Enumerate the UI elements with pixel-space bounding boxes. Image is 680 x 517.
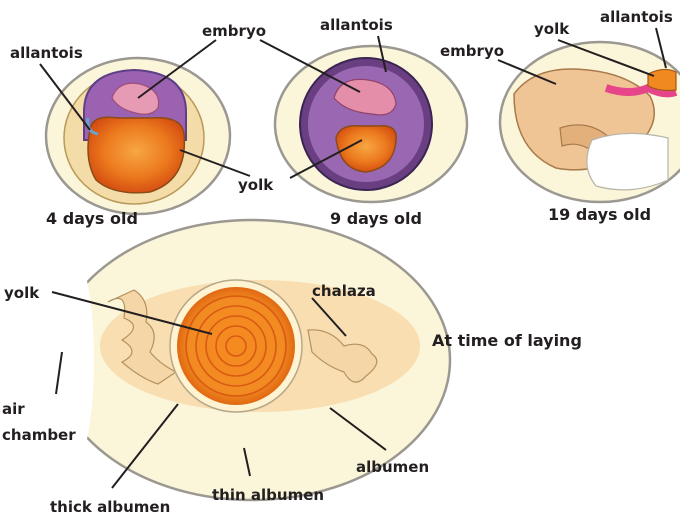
egg-4-days (46, 58, 230, 214)
label-allantois-9d: allantois (320, 16, 393, 34)
caption-at-laying: At time of laying (432, 331, 582, 350)
yolk (177, 287, 295, 405)
yolk-sac (88, 117, 184, 193)
label-chalaza: chalaza (312, 282, 376, 300)
yolk-sac (648, 69, 676, 90)
label-embryo-4d: embryo (202, 22, 266, 40)
label-thin-albumen: thin albumen (212, 486, 324, 504)
label-thick-albumen: thick albumen (50, 498, 170, 516)
label-yolk-laying: yolk (4, 284, 40, 302)
label-embryo-19d: embryo (440, 42, 504, 60)
caption-9-days: 9 days old (330, 209, 422, 228)
label-air-line2: chamber (2, 426, 76, 444)
label-yolk-4d: yolk (238, 176, 274, 194)
label-allantois-19d: allantois (600, 8, 673, 26)
label-allantois-4d: allantois (10, 44, 83, 62)
caption-4-days: 4 days old (46, 209, 138, 228)
egg-19-days (500, 42, 680, 202)
label-yolk-19d: yolk (534, 20, 570, 38)
label-air-line1: air (2, 400, 25, 418)
albumen-remnant (587, 133, 668, 189)
caption-19-days: 19 days old (548, 205, 651, 224)
label-albumen: albumen (356, 458, 429, 476)
egg-9-days (275, 46, 467, 202)
